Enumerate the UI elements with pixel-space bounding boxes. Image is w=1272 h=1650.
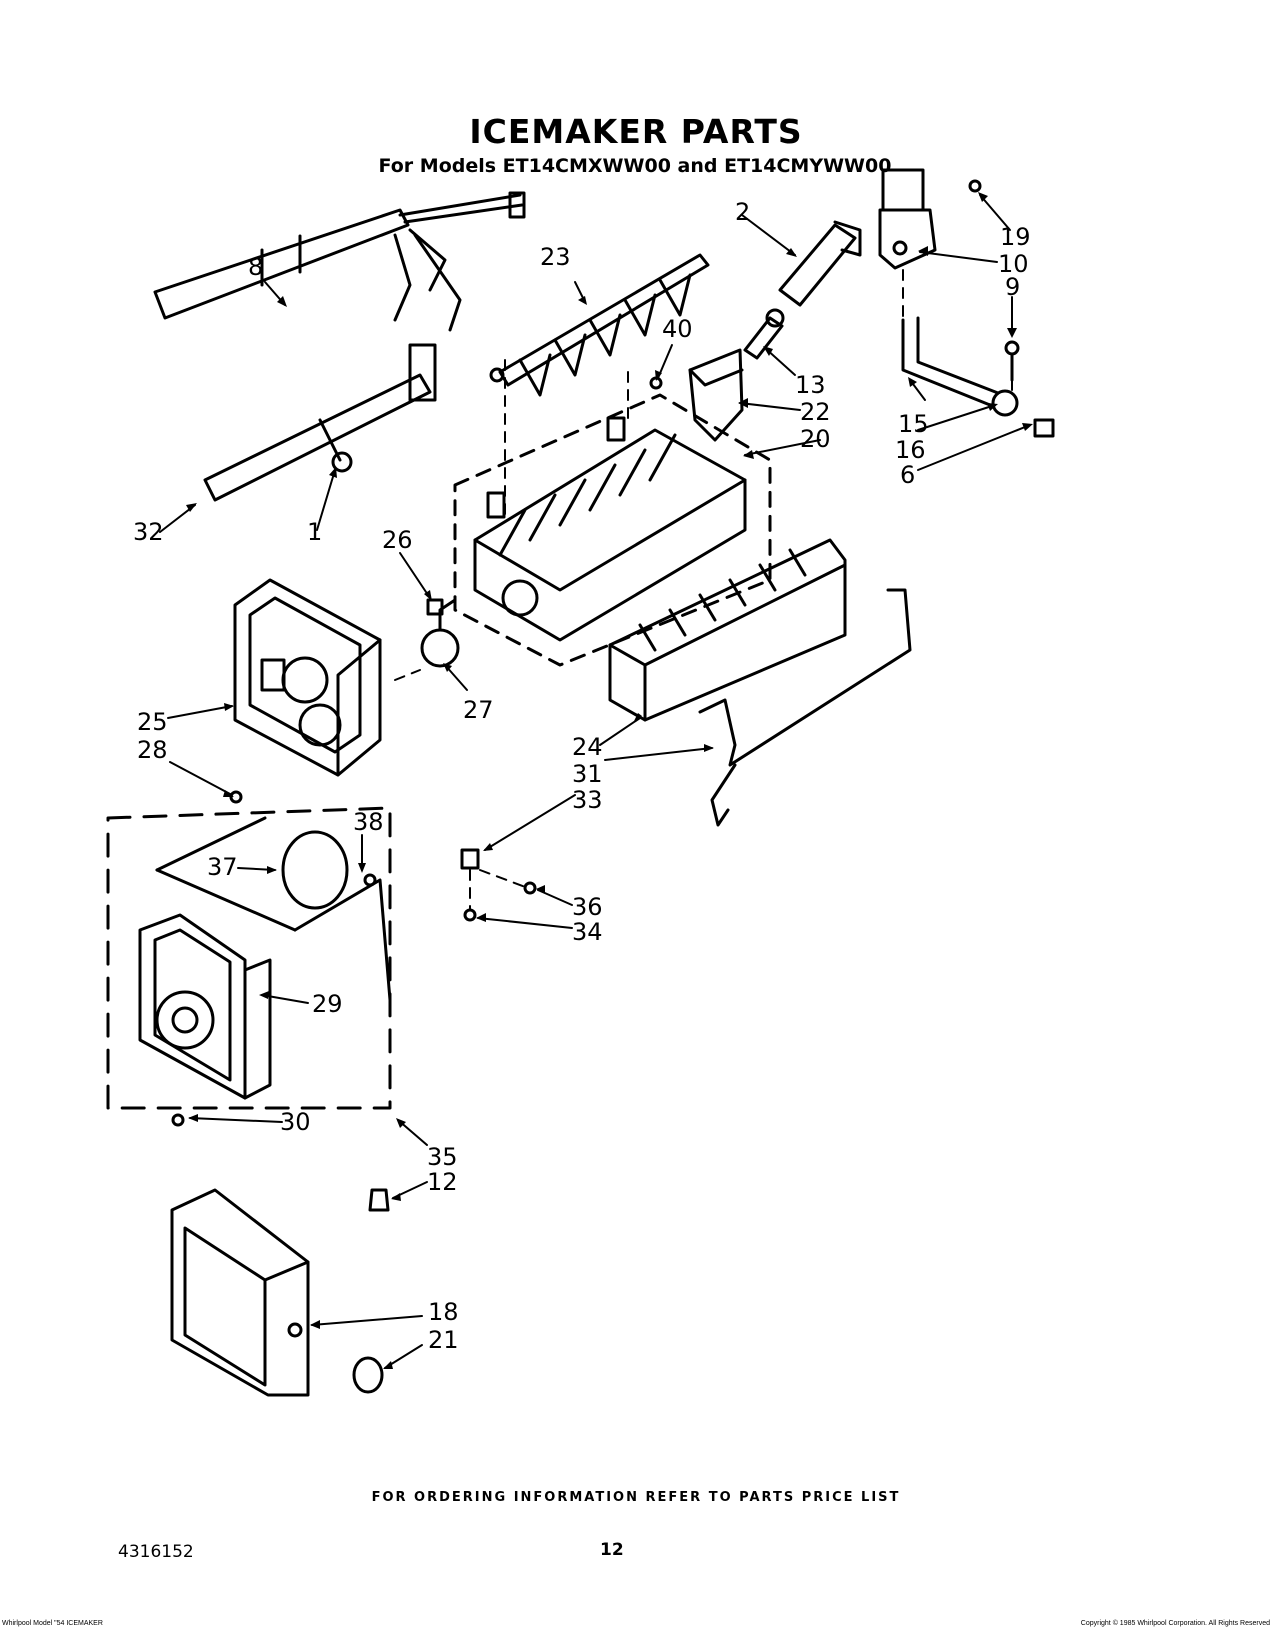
callout-35: 35 <box>427 1143 458 1171</box>
page-title: ICEMAKER PARTS <box>469 112 803 151</box>
page-number: 12 <box>600 1540 624 1560</box>
page-subtitle: For Models ET14CMXWW00 and ET14CMYWW00 <box>378 155 892 177</box>
shutoff-arm-part <box>698 588 912 827</box>
callout-32: 32 <box>133 518 164 546</box>
callout-26: 26 <box>382 526 413 554</box>
callout-10: 10 <box>998 250 1029 278</box>
document-number: 4316152 <box>118 1542 194 1562</box>
thermostat-part <box>420 598 460 668</box>
callout-24: 24 <box>572 733 603 761</box>
callout-20: 20 <box>800 425 831 453</box>
callout-28: 28 <box>137 736 168 764</box>
callout-labels: 8 2 19 10 9 23 40 13 22 20 15 16 6 32 1 … <box>133 198 1031 1354</box>
fill-tube-part <box>743 220 862 360</box>
callout-23: 23 <box>540 243 571 271</box>
arrowheads <box>186 192 1033 1369</box>
callout-36: 36 <box>572 893 603 921</box>
callout-33: 33 <box>572 786 603 814</box>
callout-40: 40 <box>662 315 693 343</box>
callout-2: 2 <box>735 198 750 226</box>
ordering-info-note: FOR ORDERING INFORMATION REFER TO PARTS … <box>371 1490 901 1505</box>
control-housing-part <box>233 578 382 777</box>
screw-parts <box>171 376 663 1127</box>
fine-print-right: Copyright © 1985 Whirlpool Corporation. … <box>1080 1620 1270 1627</box>
callout-18: 18 <box>428 1298 459 1326</box>
callout-15: 15 <box>898 410 929 438</box>
wire-nut-part <box>368 1188 390 1212</box>
callout-13: 13 <box>795 371 826 399</box>
callout-1: 1 <box>307 518 322 546</box>
heater-part <box>203 343 437 502</box>
callout-21: 21 <box>428 1326 459 1354</box>
fine-print-left: Whirlpool Model "54 ICEMAKER <box>2 1620 103 1627</box>
callout-9: 9 <box>1005 273 1020 301</box>
water-valve-part <box>878 168 1055 438</box>
stripper-part <box>608 538 847 722</box>
leader-lines <box>159 194 1031 1369</box>
callout-12: 12 <box>427 1168 458 1196</box>
callout-8: 8 <box>248 253 263 281</box>
callout-34: 34 <box>572 918 603 946</box>
callout-27: 27 <box>463 696 494 724</box>
callout-29: 29 <box>312 990 343 1018</box>
callout-31: 31 <box>572 760 603 788</box>
callout-30: 30 <box>280 1108 311 1136</box>
ejector-part <box>489 253 710 397</box>
callout-6: 6 <box>900 461 915 489</box>
fill-cup-part <box>688 348 744 442</box>
motor-assembly-part <box>106 806 392 1110</box>
mold-part <box>453 393 772 667</box>
callout-22: 22 <box>800 398 831 426</box>
callout-38: 38 <box>353 808 384 836</box>
callout-37: 37 <box>207 853 238 881</box>
wiring-harness-part <box>153 191 526 332</box>
front-cover-part <box>170 1188 384 1397</box>
callout-25: 25 <box>137 708 168 736</box>
callout-19: 19 <box>1000 223 1031 251</box>
callout-16: 16 <box>895 436 926 464</box>
